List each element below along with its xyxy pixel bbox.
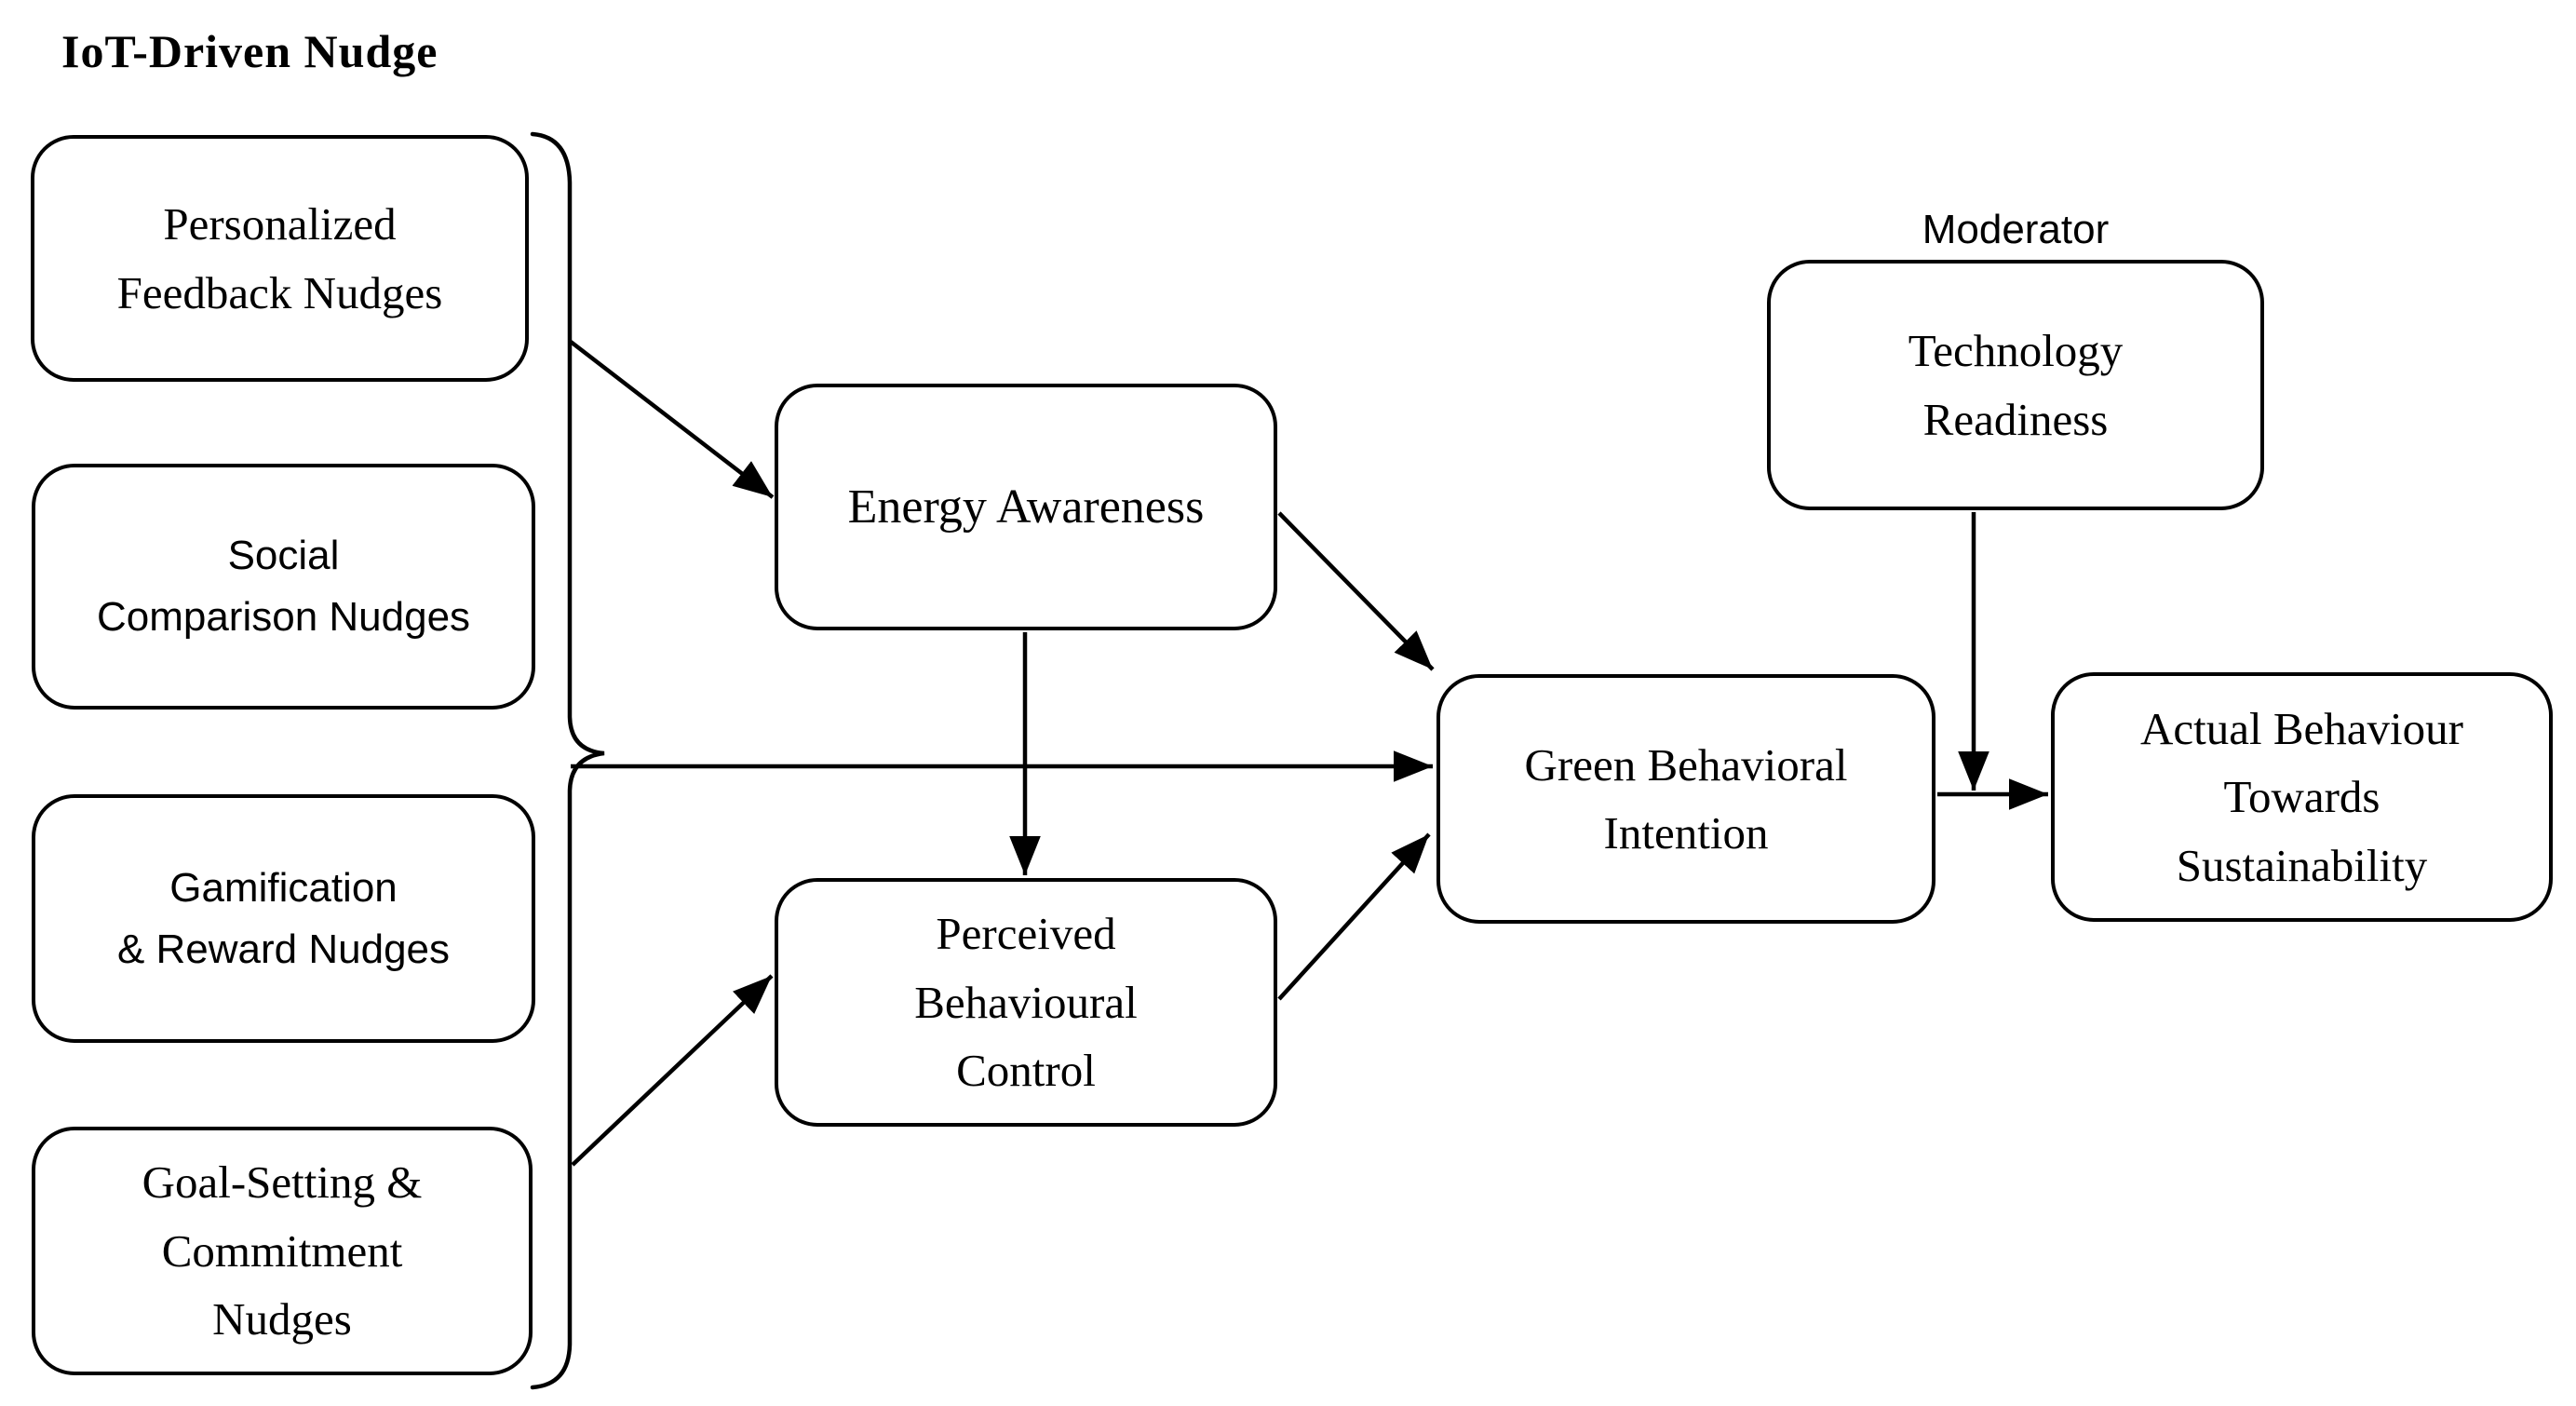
node-personalized-feedback-nudges: Personalized Feedback Nudges: [31, 135, 529, 382]
node-label: Goal-Setting & Commitment Nudges: [142, 1156, 423, 1345]
node-label: Green Behavioral Intention: [1524, 738, 1848, 859]
node-label: Energy Awareness: [847, 480, 1205, 534]
node-goal-setting-commitment-nudges: Goal-Setting & Commitment Nudges: [32, 1127, 533, 1375]
node-label: Social Comparison Nudges: [96, 533, 471, 640]
node-label: Gamification & Reward Nudges: [116, 864, 451, 972]
node-label: Perceived Behavioural Control: [914, 908, 1138, 1097]
nudge-group-brace: [530, 131, 605, 1390]
diagram-title: IoT-Driven Nudge: [61, 25, 438, 77]
node-gamification-reward-nudges: Gamification & Reward Nudges: [32, 794, 535, 1043]
arrow-perceived-behavioural-control-to-green-behavioral-intention: [1277, 832, 1431, 1001]
node-energy-awareness: Energy Awareness: [775, 384, 1277, 630]
node-green-behavioral-intention: Green Behavioral Intention: [1436, 674, 1935, 924]
node-actual-behaviour-towards-sustainability: Actual Behaviour Towards Sustainability: [2051, 672, 2553, 922]
arrow-brace-to-energy-awareness: [569, 340, 775, 499]
node-social-comparison-nudges: Social Comparison Nudges: [32, 464, 535, 710]
node-label: Technology Readiness: [1908, 325, 2124, 445]
node-label: Personalized Feedback Nudges: [116, 198, 443, 318]
arrow-energy-awareness-to-green-behavioral-intention: [1277, 511, 1435, 671]
moderator-label: Moderator: [1922, 207, 2110, 252]
node-technology-readiness: Technology Readiness: [1767, 260, 2264, 510]
node-label: Actual Behaviour Towards Sustainability: [2140, 702, 2463, 891]
node-perceived-behavioural-control: Perceived Behavioural Control: [775, 878, 1277, 1127]
arrow-brace-to-perceived-behavioural-control: [571, 974, 774, 1167]
